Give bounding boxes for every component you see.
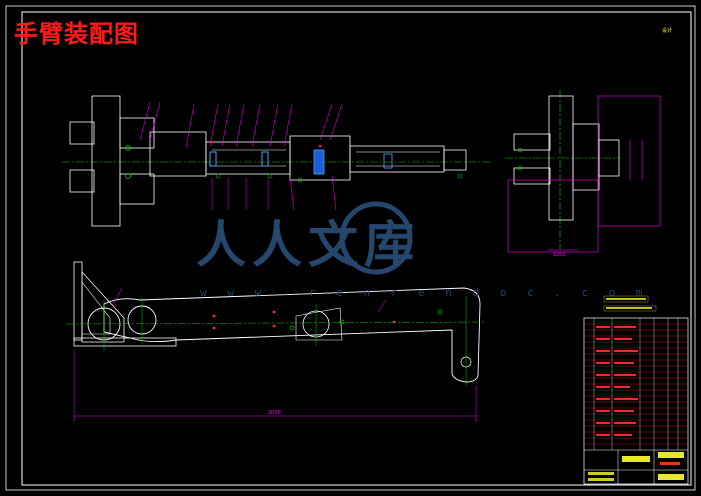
dimension-label-top-right: 1200 bbox=[553, 252, 566, 258]
watermark-logo-text: 人人文库 bbox=[196, 216, 420, 274]
side-view-assembly: 1200 bbox=[505, 90, 661, 258]
dimension-label-bottom: 2000 bbox=[268, 410, 281, 416]
arm-profile-view: 2000 bbox=[65, 261, 487, 422]
drawing-title: 手臂装配图 bbox=[14, 20, 139, 48]
watermark-url-text: w w w . r e n r e n d o c . c o m bbox=[200, 286, 650, 299]
title-block bbox=[583, 295, 689, 485]
outer-frame bbox=[5, 5, 696, 491]
inner-frame bbox=[21, 11, 692, 486]
watermark-logo: 人人文库 bbox=[196, 201, 420, 275]
corner-note: 设计 bbox=[662, 28, 673, 34]
top-view-assembly bbox=[62, 95, 492, 227]
